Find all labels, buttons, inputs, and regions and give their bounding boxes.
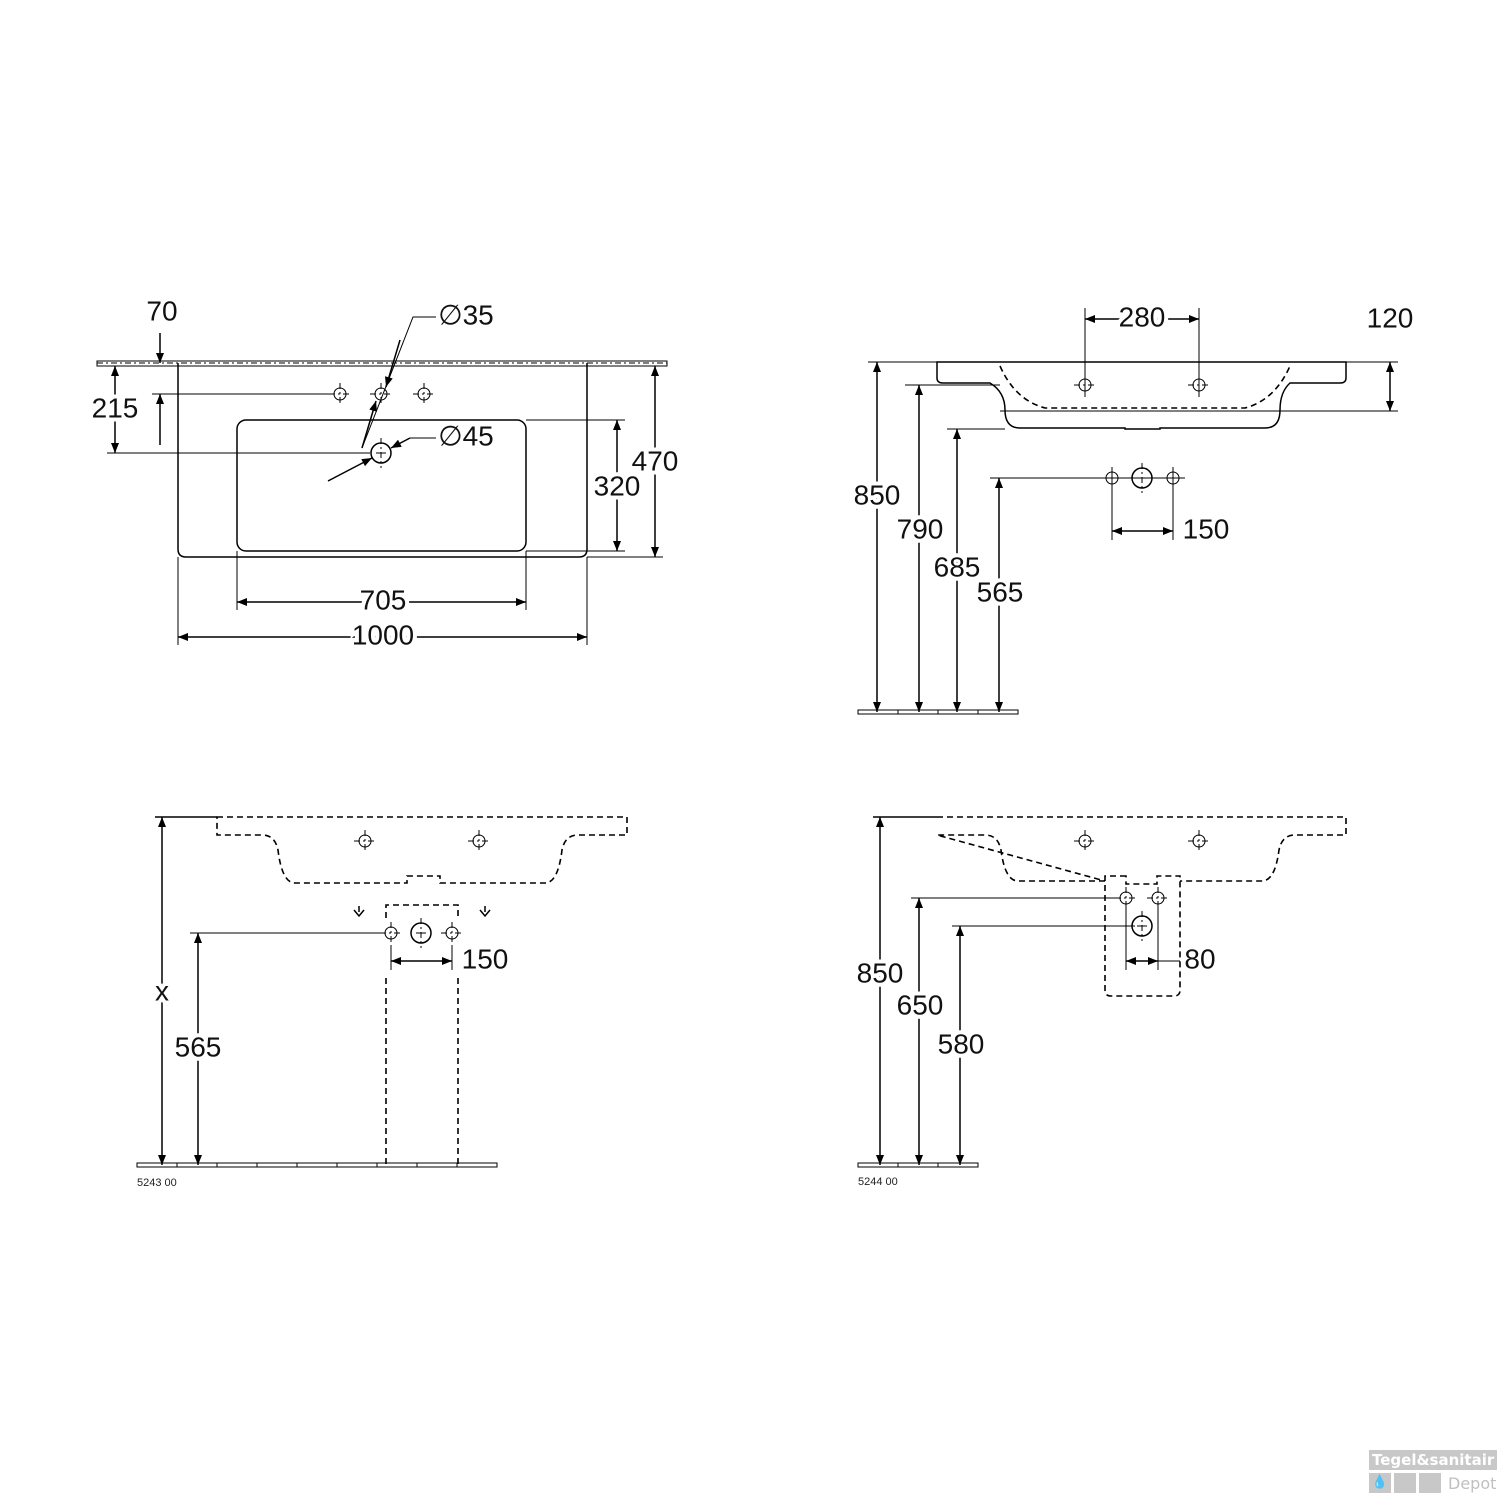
wall-line bbox=[96, 360, 668, 367]
dim-diameter-35: ∅35 bbox=[438, 299, 494, 330]
basin-dashed bbox=[216, 816, 628, 884]
basin-outline bbox=[177, 363, 588, 558]
tap-hole-icon bbox=[1187, 829, 1211, 853]
tap-hole-right-icon bbox=[412, 382, 436, 406]
dim-diameter-45: ∅45 bbox=[438, 420, 494, 451]
dim-650: 650 bbox=[897, 989, 944, 1020]
basin-profile bbox=[936, 361, 1347, 430]
tap-hole-icon bbox=[353, 829, 377, 853]
dim-580: 580 bbox=[938, 1028, 985, 1059]
supply-left-icon bbox=[1100, 466, 1124, 490]
basin-bowl bbox=[236, 419, 527, 552]
drain-icon bbox=[370, 437, 392, 469]
dim-120: 120 bbox=[1367, 302, 1414, 333]
installation-view-5244: 80 850 650 580 5244 00 bbox=[853, 816, 1347, 1188]
dim-80: 80 bbox=[1184, 943, 1215, 974]
dim-1000: 1000 bbox=[352, 619, 414, 650]
water-drop-icon: 💧 bbox=[1369, 1473, 1391, 1493]
dim-215: 215 bbox=[92, 392, 139, 423]
dim-x: x bbox=[155, 975, 169, 1006]
watermark-sub: Depot bbox=[1448, 1473, 1497, 1493]
article-number: 5243 00 bbox=[137, 1177, 177, 1189]
dim-850: 850 bbox=[857, 957, 904, 988]
waste-outlet-icon bbox=[410, 917, 432, 949]
floor-line bbox=[136, 1162, 498, 1168]
floor-line bbox=[857, 709, 1019, 715]
side-view: 280 120 850 790 685 565 150 bbox=[850, 297, 1414, 715]
dim-850: 850 bbox=[854, 479, 901, 510]
supply-right-icon bbox=[440, 921, 464, 945]
pedestal-dashed bbox=[385, 978, 459, 1165]
dim-790: 790 bbox=[897, 513, 944, 544]
tap-hole-icon bbox=[1073, 829, 1097, 853]
logo-square bbox=[1394, 1473, 1416, 1493]
dim-150: 150 bbox=[462, 943, 509, 974]
dim-565: 565 bbox=[175, 1031, 222, 1062]
basin-dashed bbox=[936, 816, 1347, 882]
watermark-brand: Tegel&sanitair bbox=[1369, 1450, 1497, 1470]
supply-right-icon bbox=[1161, 466, 1185, 490]
dim-70: 70 bbox=[146, 295, 177, 326]
bowl-inner-dashed bbox=[999, 365, 1291, 409]
supply-left-icon bbox=[379, 921, 403, 945]
half-pedestal-dashed bbox=[1104, 875, 1181, 997]
dim-565: 565 bbox=[977, 576, 1024, 607]
dim-320: 320 bbox=[594, 470, 641, 501]
installation-view-5243: 150 x 565 5243 00 bbox=[136, 816, 628, 1189]
arrow-down-icon bbox=[353, 906, 365, 918]
arrow-down-icon bbox=[479, 906, 491, 918]
top-view: 70 215 ∅35 ∅45 320 470 705 1000 bbox=[88, 295, 683, 654]
article-number: 5244 00 bbox=[858, 1176, 898, 1188]
tap-hole-center-icon bbox=[369, 382, 393, 406]
watermark-logo: Tegel&sanitair 💧 Depot bbox=[1369, 1450, 1497, 1493]
dim-685: 685 bbox=[934, 551, 981, 582]
dim-470: 470 bbox=[632, 445, 679, 476]
dim-705: 705 bbox=[360, 584, 407, 615]
tap-hole-icon bbox=[467, 829, 491, 853]
logo-square bbox=[1419, 1473, 1441, 1493]
dim-280: 280 bbox=[1119, 301, 1166, 332]
dim-150: 150 bbox=[1183, 513, 1230, 544]
